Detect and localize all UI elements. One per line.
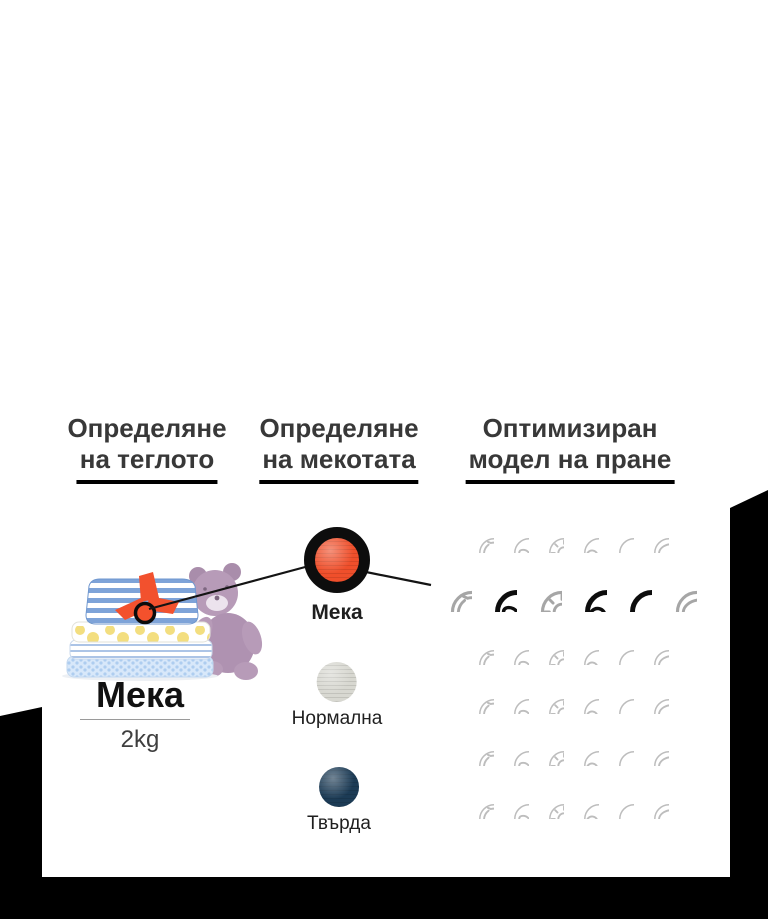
rolling-icon [428, 568, 472, 612]
softness-option-normal: Нормална [291, 662, 383, 730]
scrub-icon [532, 734, 564, 766]
scrub-icon [532, 682, 564, 714]
filtration-icon [637, 633, 669, 665]
connector-line-swatch-to-pattern [365, 570, 432, 587]
tumble-icon [567, 682, 599, 714]
rolling-icon [462, 787, 494, 819]
swing-icon [602, 734, 634, 766]
header-softness-detection: Определяне на мекотата [259, 413, 419, 484]
tumble-icon [567, 787, 599, 819]
softness-option-soft: Мека [304, 527, 370, 625]
softness-label-normal: Нормална [291, 708, 383, 729]
header-wash-pattern: Оптимизиран модел на пране [465, 413, 675, 484]
clothes-photo [55, 546, 267, 682]
tumble-icon [567, 633, 599, 665]
swing-icon [602, 633, 634, 665]
filtration-icon [637, 787, 669, 819]
corner-shape-right [730, 490, 768, 919]
filtration-icon [637, 521, 669, 553]
header-weight-detection: Определяне на теглото [67, 413, 227, 484]
infinity-icon [497, 787, 529, 819]
swing-icon [602, 787, 634, 819]
weight-result-value: 2kg [120, 726, 160, 753]
weight-divider-line [80, 719, 190, 720]
wash-pattern-row [462, 734, 669, 766]
filtration-icon [637, 682, 669, 714]
infinity-icon [473, 568, 517, 612]
filtration-icon [653, 568, 697, 612]
swing-icon [602, 521, 634, 553]
corner-shape-left [0, 707, 42, 878]
scrub-icon [532, 787, 564, 819]
rolling-icon [462, 734, 494, 766]
tumble-icon [563, 568, 607, 612]
header-wash-line2: модел на пране [465, 444, 675, 484]
wash-pattern-row-active [428, 568, 697, 612]
scrub-icon [518, 568, 562, 612]
rolling-icon [462, 521, 494, 553]
swing-icon [608, 568, 652, 612]
rolling-icon [462, 633, 494, 665]
fabric-swatch-hard [319, 767, 359, 807]
swing-icon [602, 682, 634, 714]
infinity-icon [497, 633, 529, 665]
softness-label-soft: Мека [311, 601, 363, 624]
fabric-swatch-soft [304, 527, 370, 593]
softness-option-hard: Твърда [307, 767, 371, 835]
sensor-point-marker [133, 601, 157, 625]
scrub-icon [532, 521, 564, 553]
fabric-swatch-normal [316, 662, 357, 702]
tumble-icon [567, 734, 599, 766]
infinity-icon [497, 734, 529, 766]
wash-pattern-row [462, 787, 669, 819]
header-weight-line1: Определяне [67, 413, 227, 443]
clothes-stack [62, 572, 218, 681]
bottom-black-bar [0, 877, 768, 919]
weight-result-label: Мека [95, 674, 185, 715]
header-softness-line2: на мекотата [259, 444, 419, 484]
wash-pattern-row [462, 521, 669, 553]
header-wash-line1: Оптимизиран [482, 413, 658, 443]
filtration-icon [637, 734, 669, 766]
header-weight-line2: на теглото [76, 444, 218, 484]
wash-pattern-row [462, 682, 669, 714]
scrub-icon [532, 633, 564, 665]
clothes-illustration [62, 563, 263, 681]
infinity-icon [497, 521, 529, 553]
header-softness-line1: Определяне [259, 413, 419, 443]
rolling-icon [462, 682, 494, 714]
wash-pattern-row [462, 633, 669, 665]
tumble-icon [567, 521, 599, 553]
infinity-icon [497, 682, 529, 714]
softness-label-hard: Твърда [307, 813, 371, 834]
